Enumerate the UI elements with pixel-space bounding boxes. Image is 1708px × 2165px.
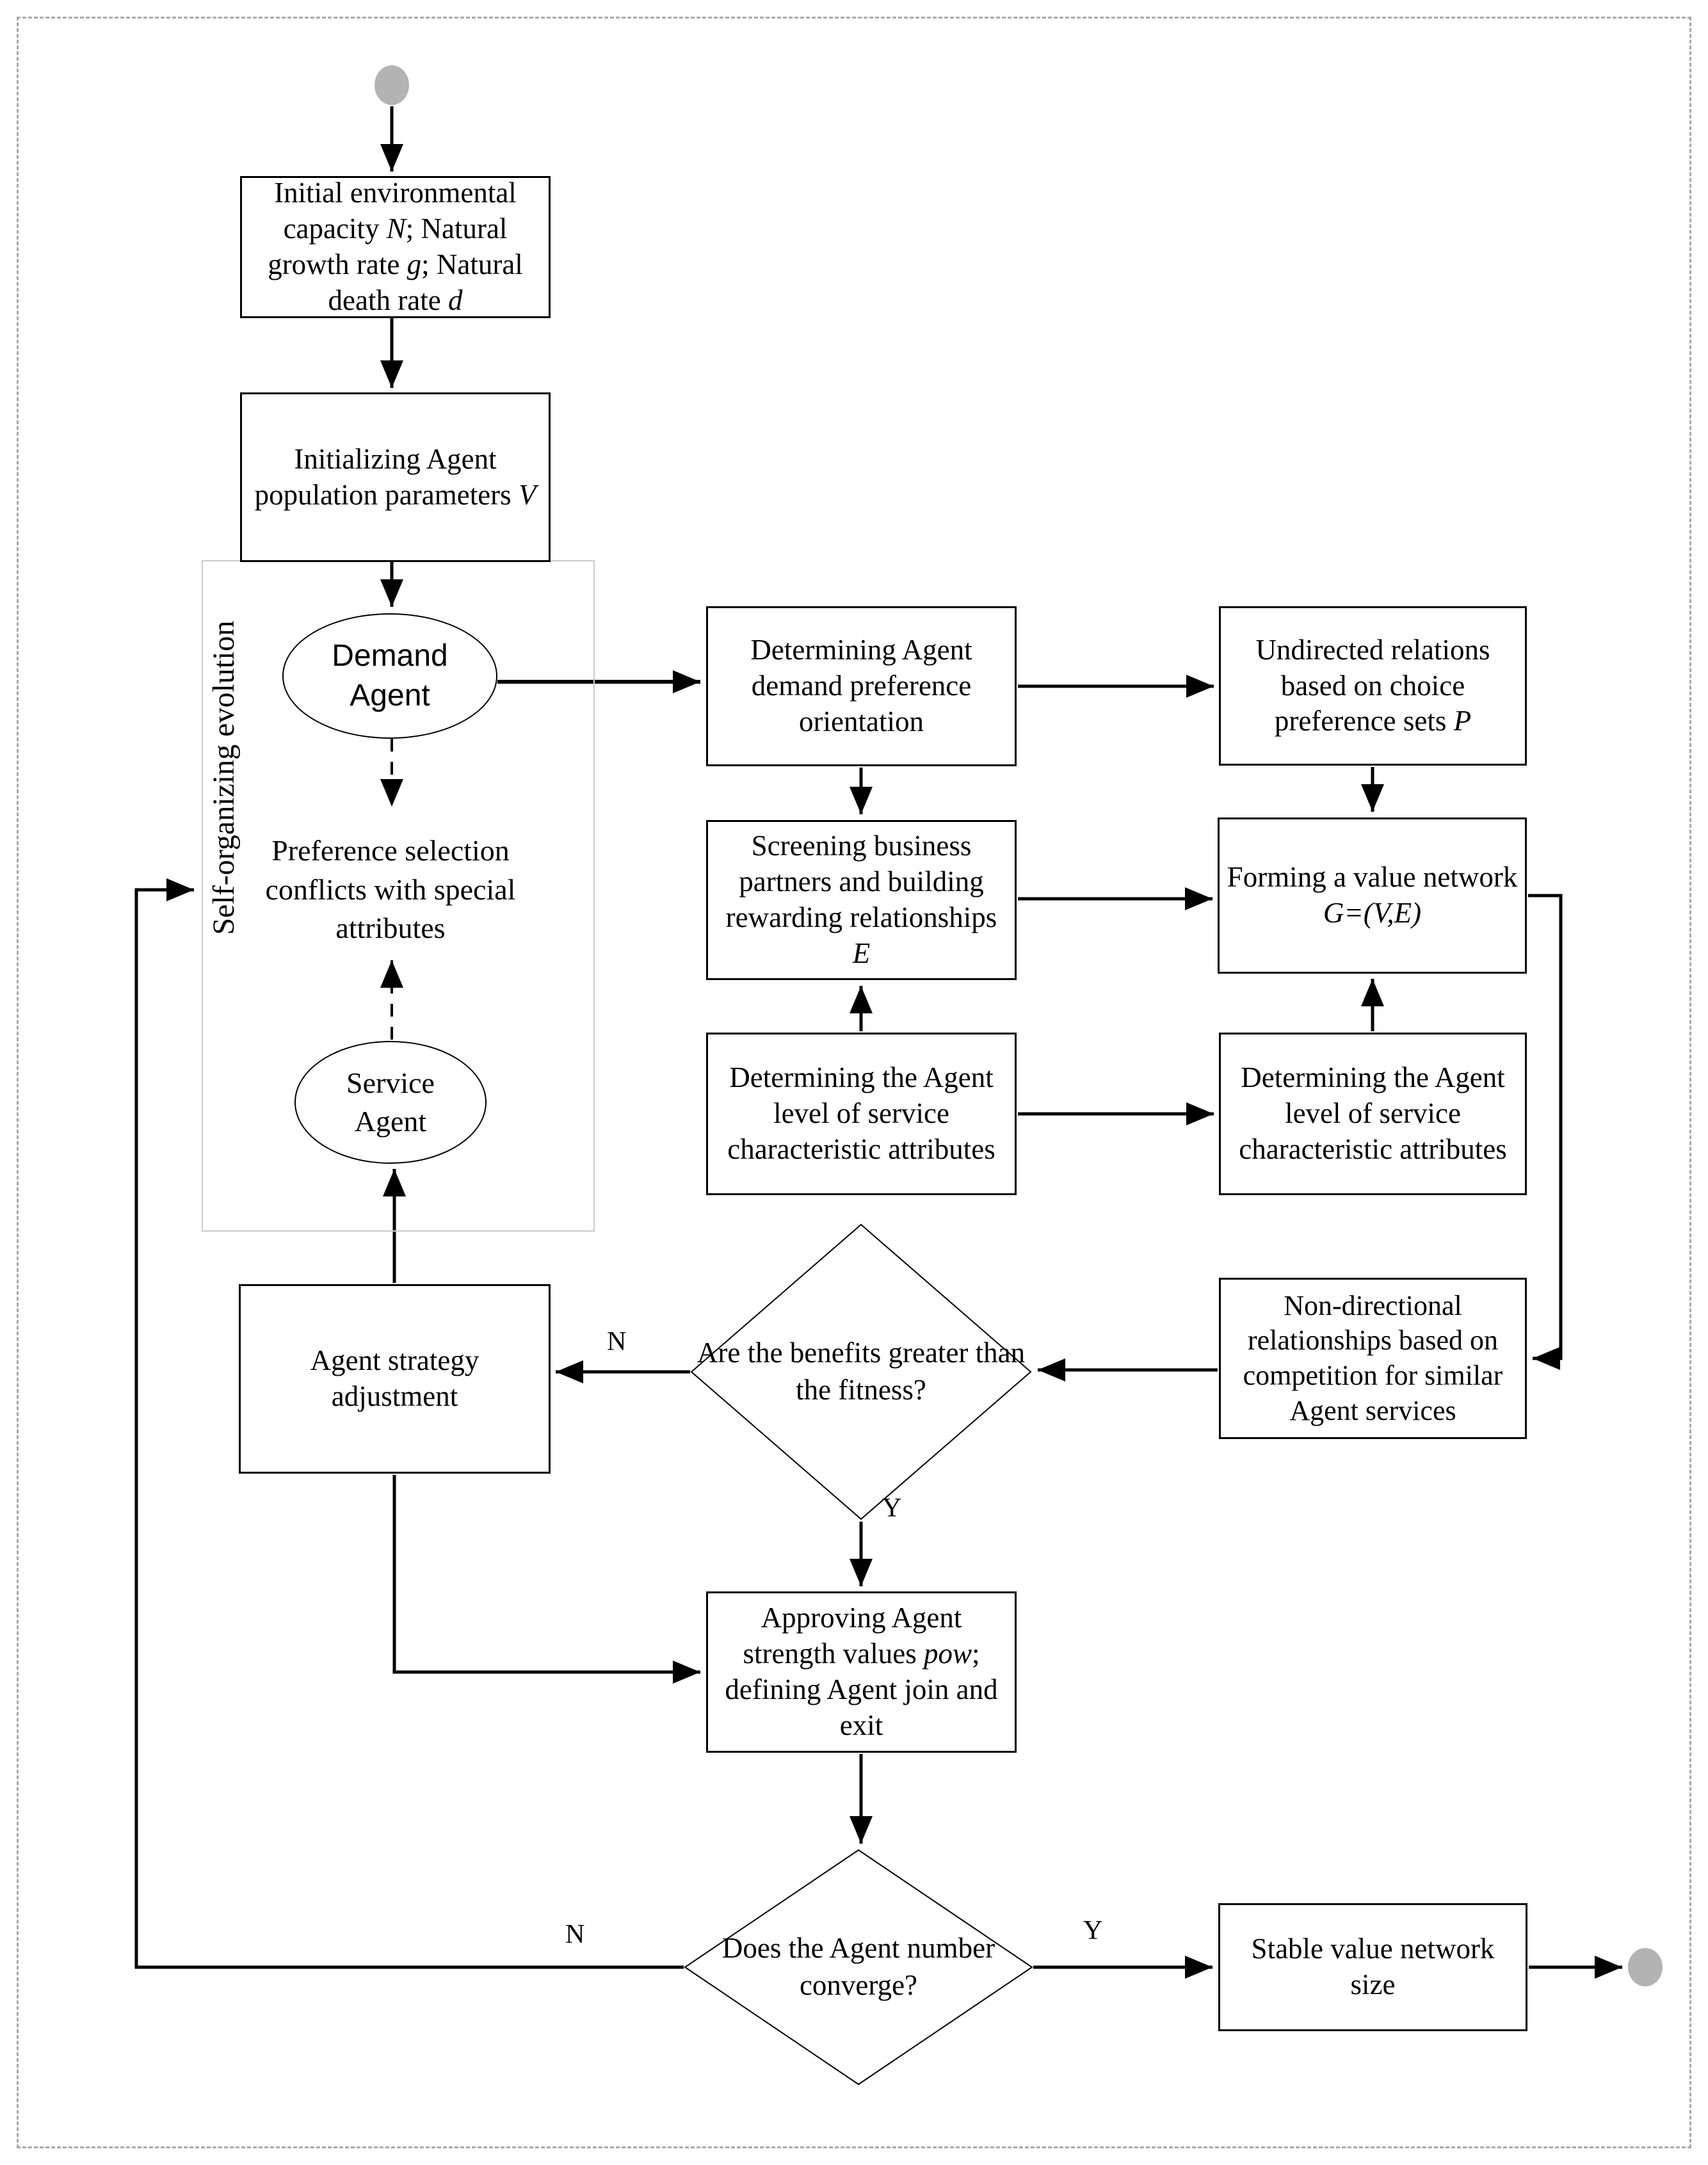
screening-partners-box: Screening business partners and building… [706, 820, 1017, 980]
nondirectional-label: Non-directional relationships based on c… [1243, 1289, 1503, 1426]
preference-conflict-label: Preference selection conflicts with spec… [265, 833, 516, 945]
service-agent-ellipse: Service Agent [294, 1041, 487, 1164]
converge-decision-text: Does the Agent number converge? [705, 1897, 1012, 2038]
converge-decision-label: Does the Agent number converge? [721, 1932, 995, 2001]
start-terminal-icon [375, 65, 409, 105]
forming-network-label: Forming a value network G=(V,E) [1227, 861, 1518, 929]
benefits-decision-diamond [690, 1223, 1032, 1520]
edge-converge-no-loop [134, 878, 684, 1969]
service-level-right-label: Determining the Agent level of service c… [1239, 1061, 1507, 1165]
forming-network-box: Forming a value network G=(V,E) [1218, 817, 1527, 974]
init-agent-label: Initializing Agent population parameters… [254, 442, 536, 511]
determining-preference-label: Determining Agent demand preference orie… [750, 634, 972, 737]
edge-strategy-to-approving [392, 1475, 700, 1684]
benefits-yes-label: Y [882, 1493, 902, 1523]
determining-preference-box: Determining Agent demand preference orie… [706, 606, 1017, 766]
edge-forming-to-nondirectional [1528, 894, 1563, 1370]
stable-network-box: Stable value network size [1218, 1903, 1527, 2031]
service-agent-label: Service Agent [346, 1066, 435, 1138]
converge-decision-diamond [684, 1849, 1033, 2086]
approving-strength-box: Approving Agent strength values pow; def… [706, 1591, 1017, 1753]
demand-agent-ellipse: Demand Agent [282, 613, 497, 739]
region-label-text: Self-organizing evolution [207, 620, 241, 935]
initial-params-box: Initial environmental capacity N; Natura… [240, 176, 551, 318]
service-level-right-box: Determining the Agent level of service c… [1219, 1033, 1527, 1195]
screening-partners-label: Screening business partners and building… [725, 830, 997, 969]
nondirectional-box: Non-directional relationships based on c… [1219, 1278, 1527, 1439]
undirected-relations-label: Undirected relations based on choice pre… [1255, 633, 1490, 737]
end-terminal-icon [1628, 1948, 1663, 1986]
approving-strength-label: Approving Agent strength values pow; def… [725, 1602, 998, 1741]
strategy-adjustment-box: Agent strategy adjustment [239, 1284, 551, 1474]
undirected-relations-box: Undirected relations based on choice pre… [1219, 606, 1527, 766]
initial-params-label: Initial environmental capacity N; Natura… [268, 177, 523, 316]
benefits-no-label: N [607, 1327, 627, 1356]
converge-no-label: N [565, 1920, 585, 1949]
demand-agent-label: Demand Agent [332, 638, 448, 712]
preference-conflict-text: Preference selection conflicts with spec… [243, 823, 538, 957]
converge-yes-label: Y [1083, 1916, 1103, 1945]
benefits-decision-text: Are the benefits greater than the fitnes… [688, 1295, 1034, 1449]
service-level-mid-box: Determining the Agent level of service c… [706, 1033, 1017, 1195]
service-level-mid-label: Determining the Agent level of service c… [727, 1061, 995, 1165]
strategy-adjustment-label: Agent strategy adjustment [310, 1344, 479, 1412]
benefits-decision-label: Are the benefits greater than the fitnes… [697, 1337, 1026, 1406]
init-agent-box: Initializing Agent population parameters… [240, 392, 551, 562]
self-organizing-region-label: Self-organizing evolution [206, 554, 245, 1002]
stable-network-label: Stable value network size [1251, 1933, 1495, 2000]
